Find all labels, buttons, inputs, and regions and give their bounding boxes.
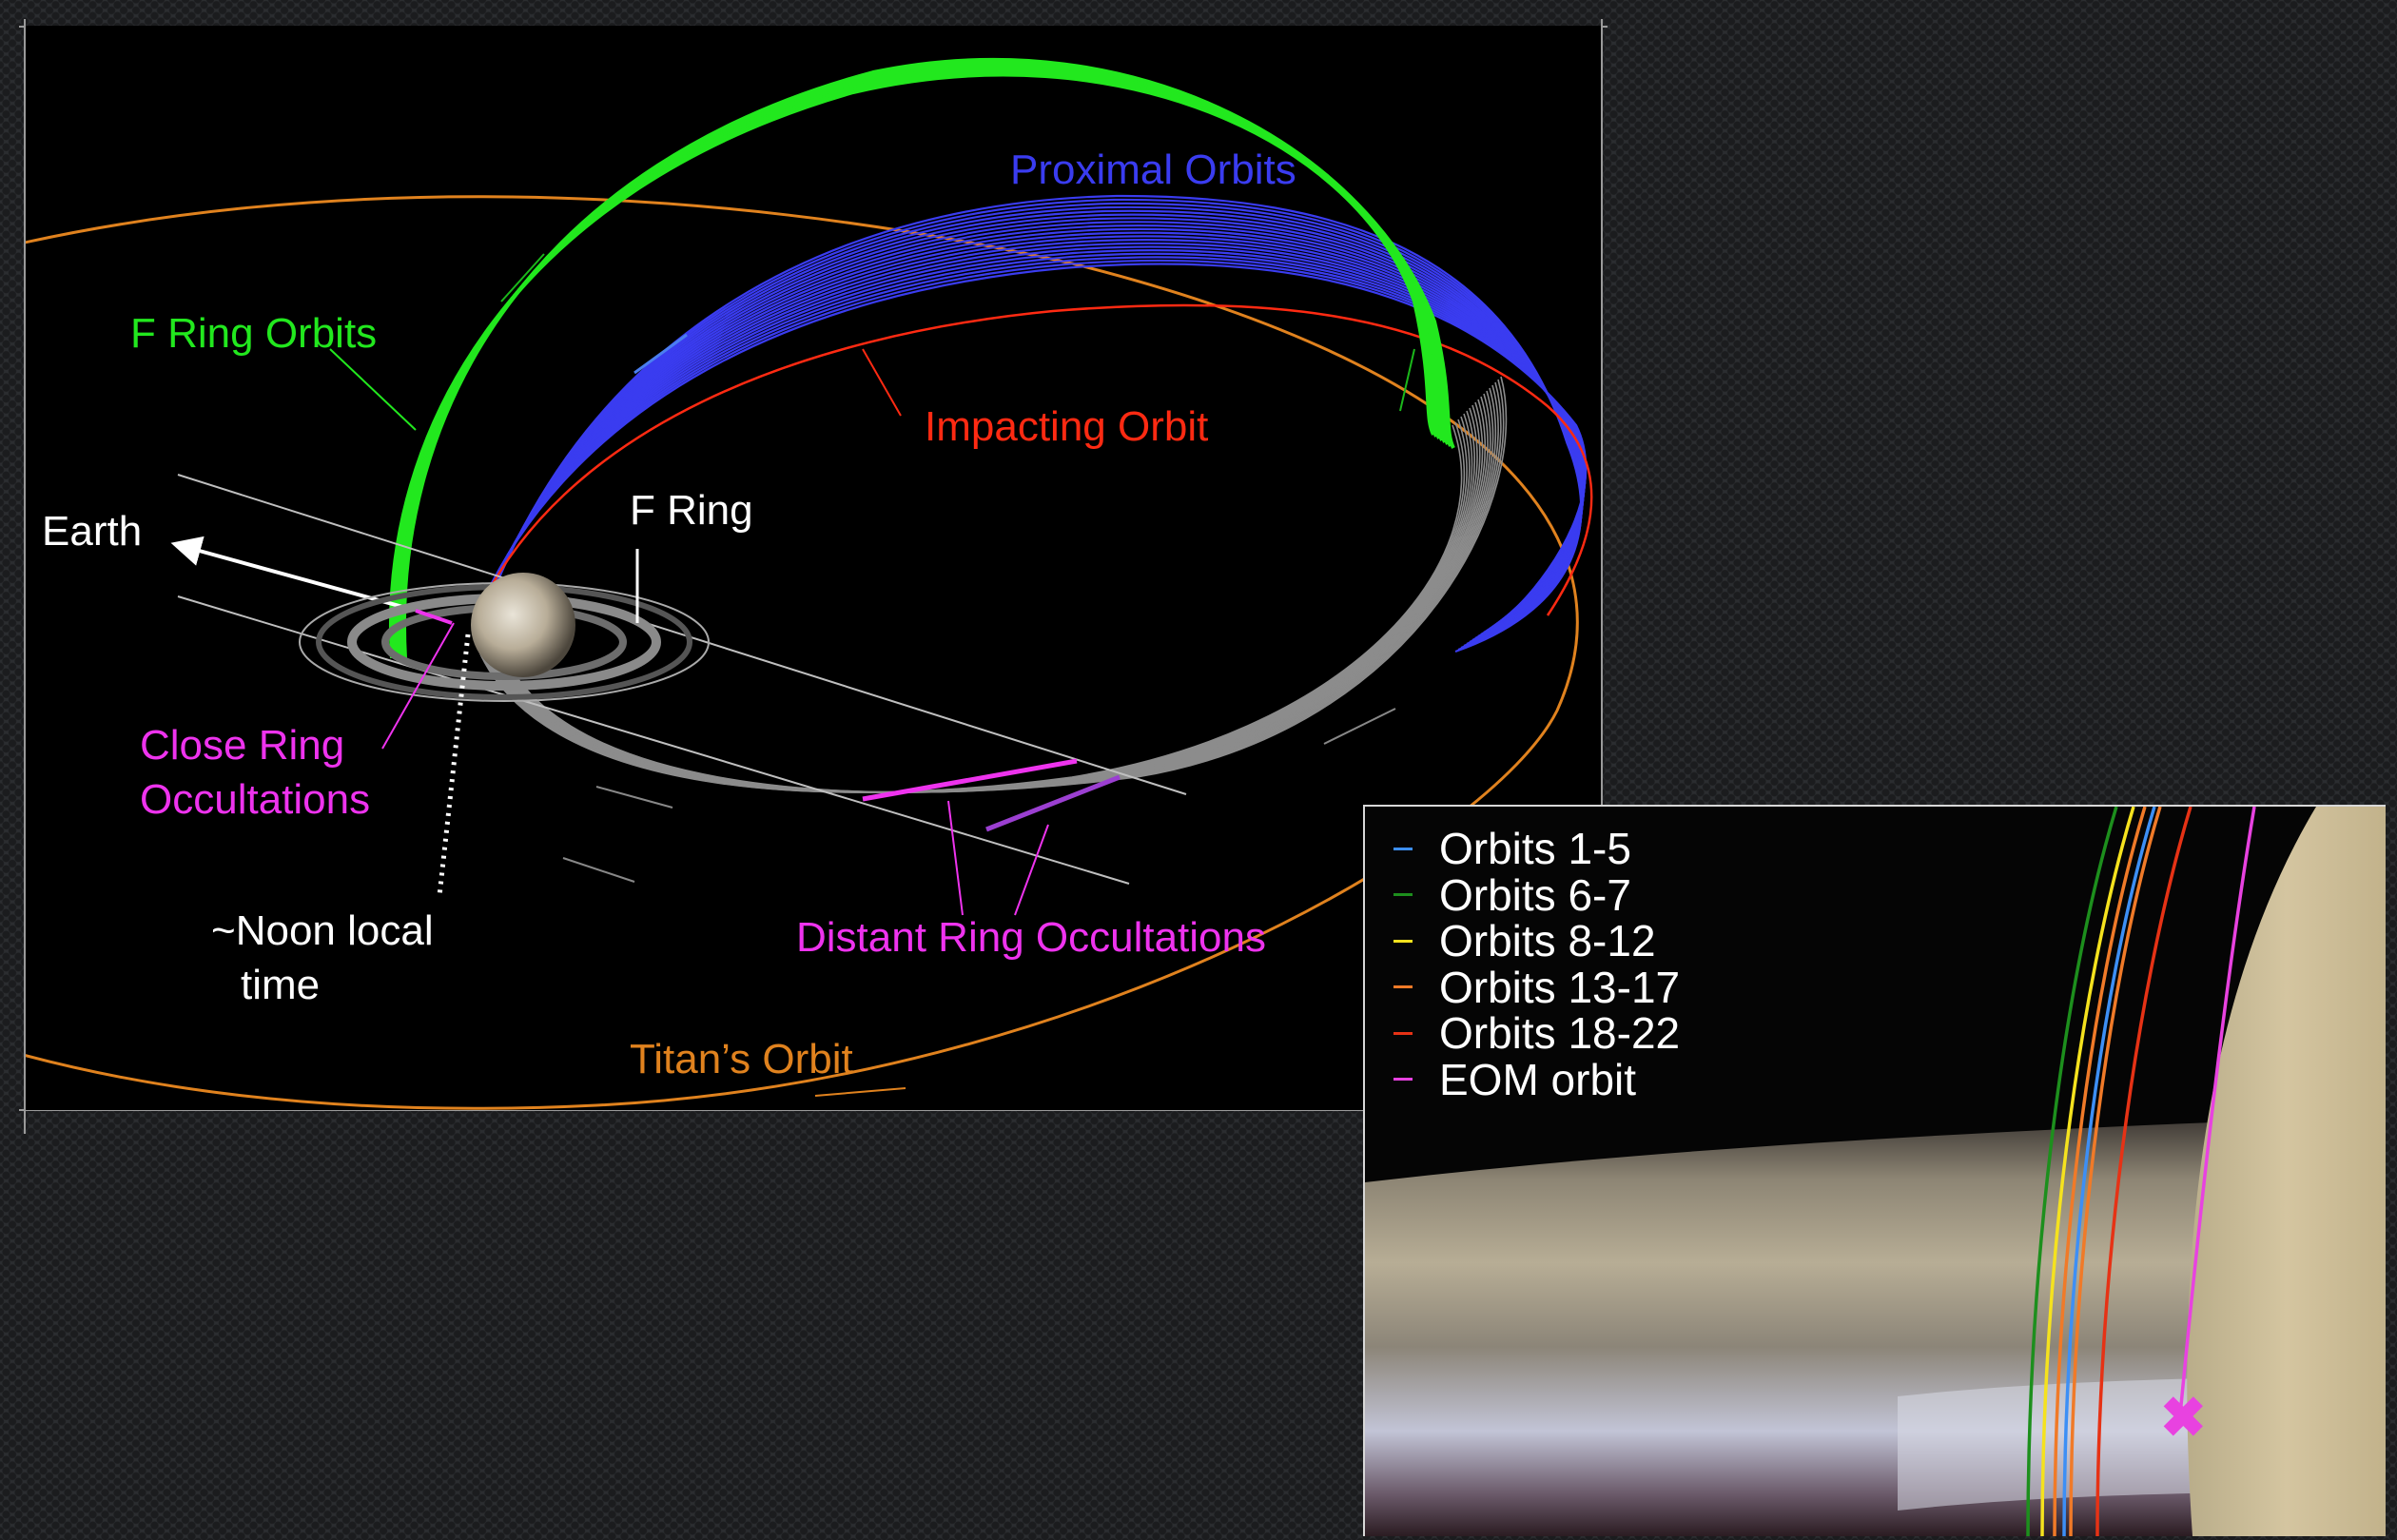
inset-eom-orbit-track xyxy=(2177,807,2256,1426)
grey-orbit-4 xyxy=(476,416,1471,793)
legend-swatch xyxy=(1393,985,1413,989)
direction-arrow-grey-1 xyxy=(595,786,673,809)
legend-swatch xyxy=(1393,893,1413,897)
noon-local-time-label-line2: time xyxy=(241,962,321,1008)
f-ring-orbit-8 xyxy=(402,57,1455,659)
earth-arrow xyxy=(170,536,407,610)
direction-arrow-grey-3 xyxy=(1323,708,1396,745)
f-ring-orbits-label: F Ring Orbits xyxy=(130,310,378,357)
grey-orbit-18 xyxy=(496,376,1508,793)
direction-arrow-titan xyxy=(814,1087,906,1097)
inset-orbit-track-5 xyxy=(2069,807,2162,1536)
legend-label: Orbits 8-12 xyxy=(1439,916,1656,966)
inset-saturn-limb xyxy=(2187,807,2386,1536)
legend-label: Orbits 6-7 xyxy=(1439,869,1631,920)
legend-swatch xyxy=(1393,847,1413,850)
inset-orbit-track-2 xyxy=(2040,807,2135,1536)
inset-orbit-track-4 xyxy=(2062,807,2156,1536)
legend-label: Orbits 18-22 xyxy=(1439,1008,1681,1059)
inset-orbit-track-6 xyxy=(2095,807,2192,1536)
noon-dotted-line xyxy=(437,634,471,897)
frame-line-bottom xyxy=(19,1109,1370,1111)
legend-item: Orbits 1-5 xyxy=(1393,824,1680,874)
f-ring-orbits-pointer xyxy=(329,348,417,431)
close-ring-occultations-label-line1: Close Ring xyxy=(140,722,345,769)
saturn-planet xyxy=(471,573,575,677)
inset-orbit-track-3 xyxy=(2053,807,2147,1536)
direction-arrow-green-1 xyxy=(500,253,545,302)
noon-local-time-label-line1: ~Noon local xyxy=(211,907,434,954)
grey-orbit-2 xyxy=(473,421,1465,793)
distant-occultation-pointer-1 xyxy=(947,800,964,916)
inset-orbit-graphic: ✖ xyxy=(1365,807,2386,1536)
earth-line-upper xyxy=(177,474,1187,795)
legend-swatch xyxy=(1393,1078,1413,1082)
titans-orbit-label: Titan’s Orbit xyxy=(630,1036,853,1082)
legend-item: Orbits 6-7 xyxy=(1393,869,1680,920)
direction-arrow-grey-2 xyxy=(562,857,635,883)
cassini-orbits-diagram: Proximal Orbits F Ring Orbits Impacting … xyxy=(26,26,1601,1110)
direction-arrow-blue xyxy=(633,333,688,375)
legend-swatch xyxy=(1393,1031,1413,1035)
earth-line-lower xyxy=(177,595,1130,885)
end-of-mission-marker: ✖ xyxy=(2160,1387,2207,1449)
grey-orbit-1 xyxy=(472,424,1463,793)
impacting-orbit-label: Impacting Orbit xyxy=(925,403,1209,450)
close-ring-occultations-label-line2: Occultations xyxy=(140,776,371,823)
legend-item: EOM orbit xyxy=(1393,1054,1680,1104)
legend-label: Orbits 1-5 xyxy=(1439,824,1631,874)
legend-item: Orbits 8-12 xyxy=(1393,916,1680,966)
proximal-orbit-bundle xyxy=(471,194,1588,653)
direction-arrow-red xyxy=(862,348,902,417)
impacting-orbit-path xyxy=(471,303,1593,624)
titans-orbit-path xyxy=(26,195,1579,1110)
close-occultation-pointer xyxy=(381,622,455,750)
inset-orbit-tracks xyxy=(2026,807,2256,1536)
f-ring-orbit-bundle xyxy=(389,57,1455,659)
close-occultation-arrow xyxy=(415,609,453,625)
inset-orbit-track-1 xyxy=(2026,807,2118,1536)
frame-line-left xyxy=(24,19,26,1134)
proximal-orbits-label: Proximal Orbits xyxy=(1010,146,1296,193)
orbit-diagram-graphic xyxy=(26,57,1593,1110)
distant-occultation-arrow-2 xyxy=(985,774,1121,832)
frame-line-right xyxy=(1601,19,1603,805)
distant-occultation-pointer-2 xyxy=(1014,824,1049,916)
legend-swatch xyxy=(1393,939,1413,943)
direction-arrow-green-2 xyxy=(1399,348,1415,412)
distant-occultation-arrow-1 xyxy=(862,758,1078,802)
legend-item: Orbits 13-17 xyxy=(1393,962,1681,1012)
legend-label: EOM orbit xyxy=(1439,1054,1637,1104)
f-ring-label: F Ring xyxy=(630,487,753,534)
legend-item: Orbits 18-22 xyxy=(1393,1008,1681,1059)
grey-orbit-3 xyxy=(475,419,1468,793)
distant-ring-occultations-label: Distant Ring Occultations xyxy=(796,914,1266,961)
legend-label: Orbits 13-17 xyxy=(1439,962,1681,1012)
earth-label: Earth xyxy=(42,508,143,555)
